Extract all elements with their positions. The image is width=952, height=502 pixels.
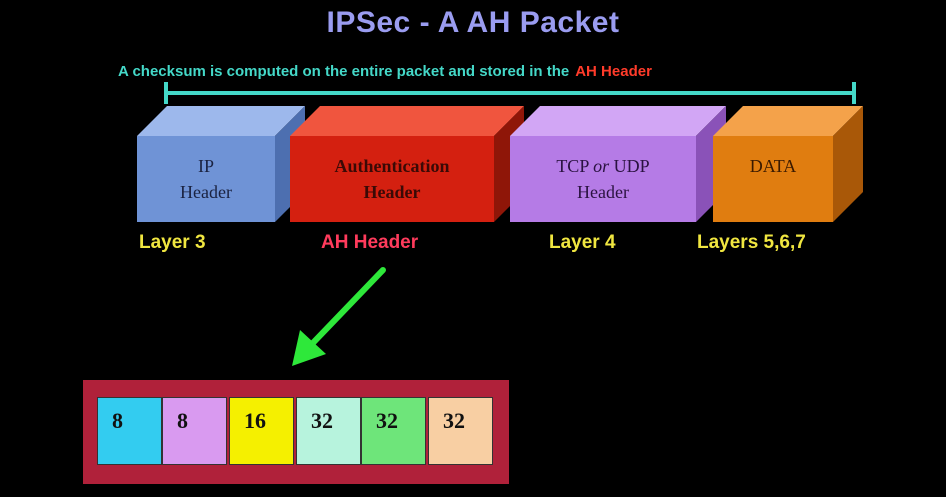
ip-header-block: IP Header	[137, 106, 307, 224]
tcp-udp-header-text: TCP or UDP Header	[510, 136, 696, 222]
tcp-udp-header-line1: TCP or UDP	[556, 153, 649, 179]
diagram-title: IPSec - A AH Packet	[326, 6, 620, 39]
ah-field-next-header: 8	[97, 397, 162, 465]
authentication-header-text: Authentication Header	[290, 136, 494, 222]
data-shape	[713, 106, 863, 222]
or-label: or	[593, 156, 610, 176]
ah-header-label: AH Header	[321, 232, 419, 253]
layers567-label: Layers 5,6,7	[697, 232, 806, 253]
authentication-header-line2: Header	[363, 182, 421, 202]
arrow-to-ah-fields	[292, 267, 386, 366]
ah-field-reserved: 16	[229, 397, 294, 465]
authentication-header-line1: Authentication	[334, 156, 450, 176]
ah-field-spi: 32	[296, 397, 361, 465]
data-text: DATA	[713, 136, 833, 196]
checksum-caption-text: A checksum is computed on the entire pac…	[118, 63, 570, 80]
layer3-label: Layer 3	[139, 232, 206, 253]
tcp-udp-header-block: TCP or UDP Header	[510, 106, 728, 224]
tcp-label: TCP	[556, 156, 589, 176]
packet-span-bracket	[164, 82, 856, 104]
authentication-header-block: Authentication Header	[290, 106, 526, 224]
tcp-udp-header-line2: Header	[577, 182, 629, 202]
checksum-caption-highlight: AH Header	[575, 63, 652, 80]
udp-label: UDP	[613, 156, 650, 176]
ip-header-line2: Header	[180, 182, 232, 202]
layer4-label: Layer 4	[549, 232, 616, 253]
ah-field-sequence-number: 32	[361, 397, 426, 465]
checksum-caption: A checksum is computed on the entire pac…	[118, 63, 652, 80]
ip-header-line1: IP	[197, 156, 214, 176]
ah-field-authentication-data: 32	[428, 397, 493, 465]
ah-field-payload-length: 8	[162, 397, 227, 465]
data-block: DATA	[713, 106, 865, 224]
ip-header-text: IP Header	[137, 136, 275, 222]
data-line1: DATA	[749, 156, 797, 176]
